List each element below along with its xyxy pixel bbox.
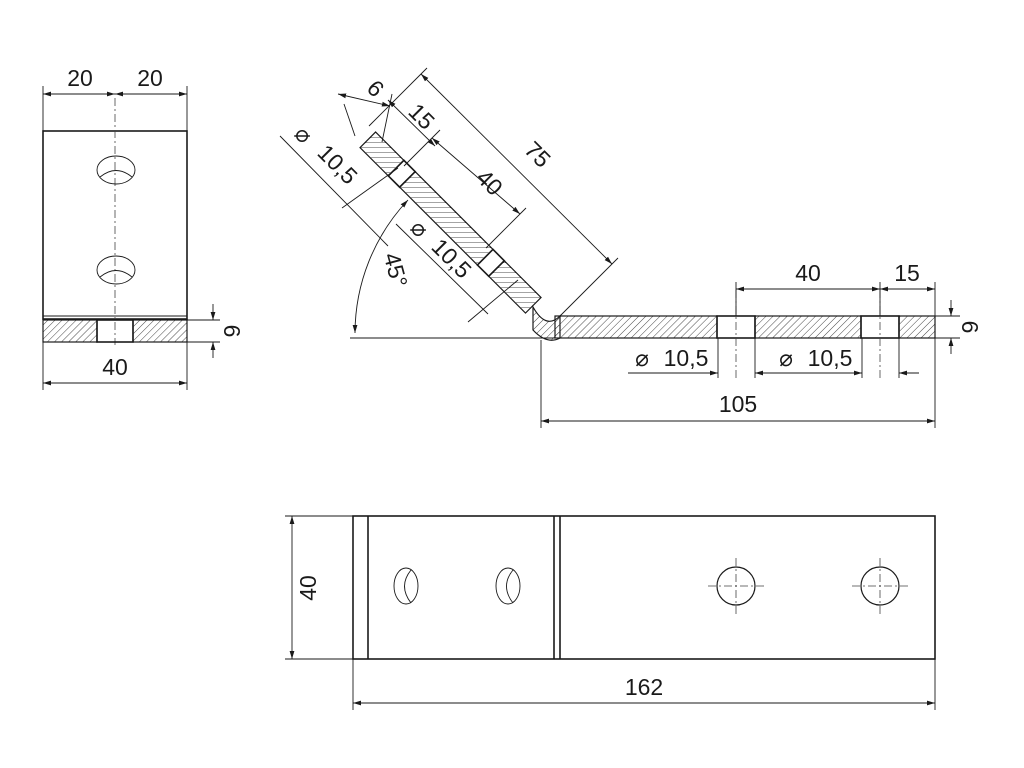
- dim-horizontal-length: 105: [719, 391, 757, 417]
- dim-hole-offset-inclined: 15: [403, 98, 439, 134]
- angle-arc: [352, 199, 409, 334]
- dim-line-thickness-inclined: [337, 93, 391, 107]
- dim-thickness-horizontal: 6: [957, 321, 983, 334]
- profile-horizontal-section-2: [754, 315, 862, 339]
- side-view-hole-lower: [96, 255, 136, 285]
- flat-pattern-view: 40 162: [285, 515, 936, 710]
- dim-hole-dia-1: 10,5: [313, 139, 363, 189]
- side-view-hole-upper: [96, 155, 136, 185]
- flat-round-hole-1: [708, 558, 764, 614]
- dim-flat-height: 40: [295, 575, 321, 601]
- side-view-section-left: [42, 319, 98, 343]
- dim-total-inclined: 75: [519, 136, 555, 172]
- profile-horizontal-section-3: [898, 315, 936, 339]
- flat-round-hole-2: [852, 558, 908, 614]
- dim-hole-dia-3: 10,5: [664, 345, 709, 371]
- bent-profile-view: 45° 75 40 15 6 ⌀ 10,5 ⌀ 10,5: [279, 67, 983, 428]
- dim-hole-offset-horizontal: 15: [894, 260, 920, 286]
- dim-thickness-inclined: 6: [362, 75, 389, 102]
- dim-flat-length: 162: [625, 674, 663, 700]
- side-view-section-right: [132, 319, 188, 343]
- profile-incline-section-3: [359, 131, 405, 177]
- dim-right-half: 20: [137, 65, 163, 91]
- dim-hole-spacing-inclined: 40: [471, 164, 507, 200]
- dim-hole-dia-3-symbol: ⌀: [635, 345, 649, 371]
- dim-line-hole-offset-inclined: [387, 99, 436, 147]
- dim-hole-dia-1-symbol: ⌀: [290, 120, 318, 148]
- dim-width: 40: [102, 354, 128, 380]
- profile-horizontal-section-1: [554, 315, 718, 339]
- dim-hole-dia-4: 10,5: [808, 345, 853, 371]
- dim-line-hole-spacing-inclined: [431, 137, 521, 215]
- dim-hole-dia-4-symbol: ⌀: [779, 345, 793, 371]
- dim-angle: 45°: [379, 250, 413, 290]
- dim-thickness: 6: [219, 325, 245, 338]
- flat-slot-hole-2: [495, 567, 521, 605]
- flat-outline: [352, 515, 936, 660]
- dim-hole-dia-2-symbol: ⌀: [406, 214, 434, 242]
- flat-slot-hole-1: [393, 567, 419, 605]
- side-view: 20 20 40 6: [42, 65, 245, 390]
- dim-hole-spacing-horizontal: 40: [795, 260, 821, 286]
- dim-left-half: 20: [67, 65, 93, 91]
